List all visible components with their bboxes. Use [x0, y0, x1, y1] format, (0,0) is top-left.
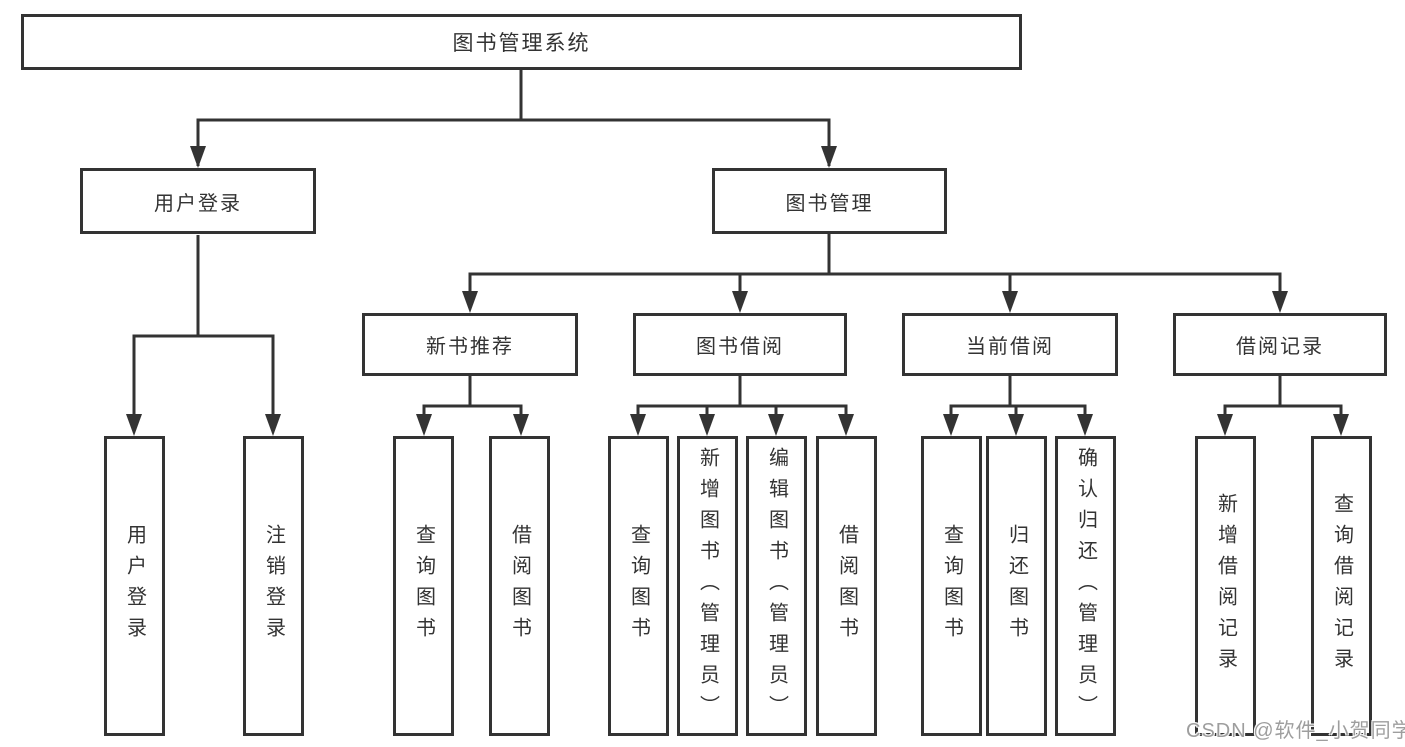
leaf-query-books-current: 查询图书: [921, 436, 982, 736]
leaf-borrow-books-recommend-label: 借阅图书: [508, 524, 531, 648]
leaf-logout-label: 注销登录: [262, 524, 285, 648]
node-new-book-recommendation: 新书推荐: [362, 313, 578, 376]
node-user-login: 用户登录: [80, 168, 316, 234]
leaf-query-books-borrowing: 查询图书: [608, 436, 669, 736]
leaf-add-borrow-record-label: 新增借阅记录: [1214, 493, 1237, 679]
leaf-edit-book-admin: 编辑图书（管理员）: [746, 436, 807, 736]
leaf-query-books-borrowing-label: 查询图书: [627, 524, 650, 648]
leaf-logout: 注销登录: [243, 436, 304, 736]
node-current-borrowing: 当前借阅: [902, 313, 1118, 376]
leaf-query-books-recommend-label: 查询图书: [412, 524, 435, 648]
leaf-user-login: 用户登录: [104, 436, 165, 736]
leaf-borrow-books: 借阅图书: [816, 436, 877, 736]
node-library-management-system: 图书管理系统: [21, 14, 1022, 70]
leaf-edit-book-admin-label: 编辑图书（管理员）: [765, 446, 788, 726]
leaf-query-books-recommend: 查询图书: [393, 436, 454, 736]
leaf-add-book-admin: 新增图书（管理员）: [677, 436, 738, 736]
leaf-return-book: 归还图书: [986, 436, 1047, 736]
leaf-add-book-admin-label: 新增图书（管理员）: [696, 446, 719, 726]
node-borrowing-records: 借阅记录: [1173, 313, 1387, 376]
leaf-borrow-books-label: 借阅图书: [835, 524, 858, 648]
leaf-query-borrow-record: 查询借阅记录: [1311, 436, 1372, 736]
leaf-add-borrow-record: 新增借阅记录: [1195, 436, 1256, 736]
leaf-query-books-current-label: 查询图书: [940, 524, 963, 648]
leaf-query-borrow-record-label: 查询借阅记录: [1330, 493, 1353, 679]
leaf-confirm-return-admin-label: 确认归还（管理员）: [1074, 446, 1097, 726]
node-book-management: 图书管理: [712, 168, 947, 234]
arrowheads: [126, 146, 1349, 436]
leaf-borrow-books-recommend: 借阅图书: [489, 436, 550, 736]
leaf-user-login-label: 用户登录: [123, 524, 146, 648]
watermark: CSDN @软件_小贺同学: [1186, 720, 1405, 742]
leaf-return-book-label: 归还图书: [1005, 524, 1028, 648]
node-book-borrowing: 图书借阅: [633, 313, 847, 376]
leaf-confirm-return-admin: 确认归还（管理员）: [1055, 436, 1116, 736]
